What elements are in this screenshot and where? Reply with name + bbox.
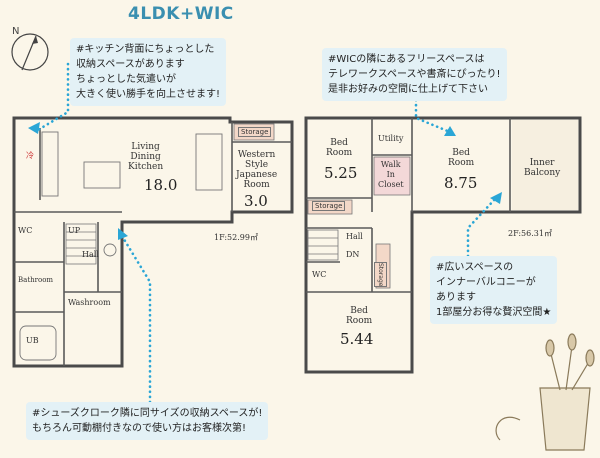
ub-label: UB [26,336,39,345]
storage-tag-1f: Storage [238,127,272,137]
ref-label: 冷 [26,151,34,160]
japanese-room-label: Western Style Japanese Room [236,150,278,190]
floor1-area: 1F:52.99㎡ [214,233,258,242]
wc-2f-label: WC [312,270,327,279]
bedroom2-label: Bed Room [448,148,475,168]
note-wic: #WICの隣にあるフリースペースは テレワークスペースや書斎にぴったり! 是非お… [322,48,507,101]
utility-label: Utility [378,134,404,143]
japanese-room-size: 3.0 [244,192,268,210]
dn-label: DN [346,250,360,259]
compass-icon: N [11,26,49,71]
hall-2f-label: Hall [346,232,363,241]
note-shoes: #シューズクローク隣に同サイズの収納スペースが! もちろん可動棚付きなので使い方… [26,402,269,440]
wic-label: Walk In Closet [378,160,404,189]
note-kitchen: #キッチン背面にちょっとした 収納スペースがあります ちょっとした気遣いが 大き… [70,38,227,106]
up-label: UP [68,226,81,235]
floor2-area: 2F:56.31㎡ [508,229,552,238]
storage-tag-2f: Storage [312,201,346,211]
bedroom3-label: Bed Room [346,306,373,326]
wc-1f-label: WC [18,226,33,235]
plant-decoration [495,333,595,451]
bedroom1-size: 5.25 [324,164,358,182]
bathroom-label: Bathroom [18,276,54,284]
note-balcony: #広いスペースの インナーバルコニーが あります 1部屋分お得な贅沢空間★ [430,256,558,324]
ldk-label: Living Dining Kitchen [128,142,164,172]
svg-text:N: N [12,26,19,37]
storage-tag-2f-vertical: Storage [374,262,387,288]
bedroom3-size: 5.44 [340,330,374,348]
bedroom1-label: Bed Room [326,138,353,158]
washroom-label: Washroom [68,298,111,307]
hall-1f-label: Hall [82,250,99,259]
inner-balcony-label: Inner Balcony [524,158,561,178]
bedroom2-size: 8.75 [444,174,478,192]
ldk-size: 18.0 [144,176,178,194]
page-title: 4LDK+WIC [128,4,234,24]
